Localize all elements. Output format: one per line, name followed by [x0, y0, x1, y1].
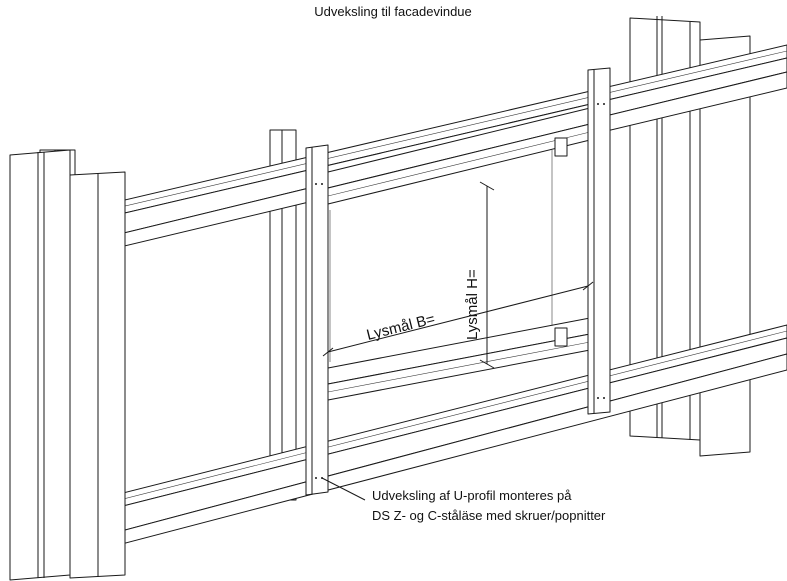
dimension-width-label: Lysmål B=: [365, 310, 437, 343]
note-line-1: Udveksling af U-profil monteres på: [372, 488, 572, 503]
dimension-width: [322, 276, 594, 360]
dimension-height: [479, 181, 495, 369]
front-column-left: [9, 149, 126, 581]
drawing-title: Udveksling til facadevindue: [314, 4, 472, 19]
opening-right-u-strip: [587, 67, 611, 415]
dimension-height-label: Lysmål H=: [464, 269, 481, 340]
note-line-2: DS Z- og C-ståläse med skruer/popnitter: [372, 508, 606, 523]
opening-left-u-strip: [305, 144, 329, 496]
note-leader-line: [321, 477, 366, 501]
